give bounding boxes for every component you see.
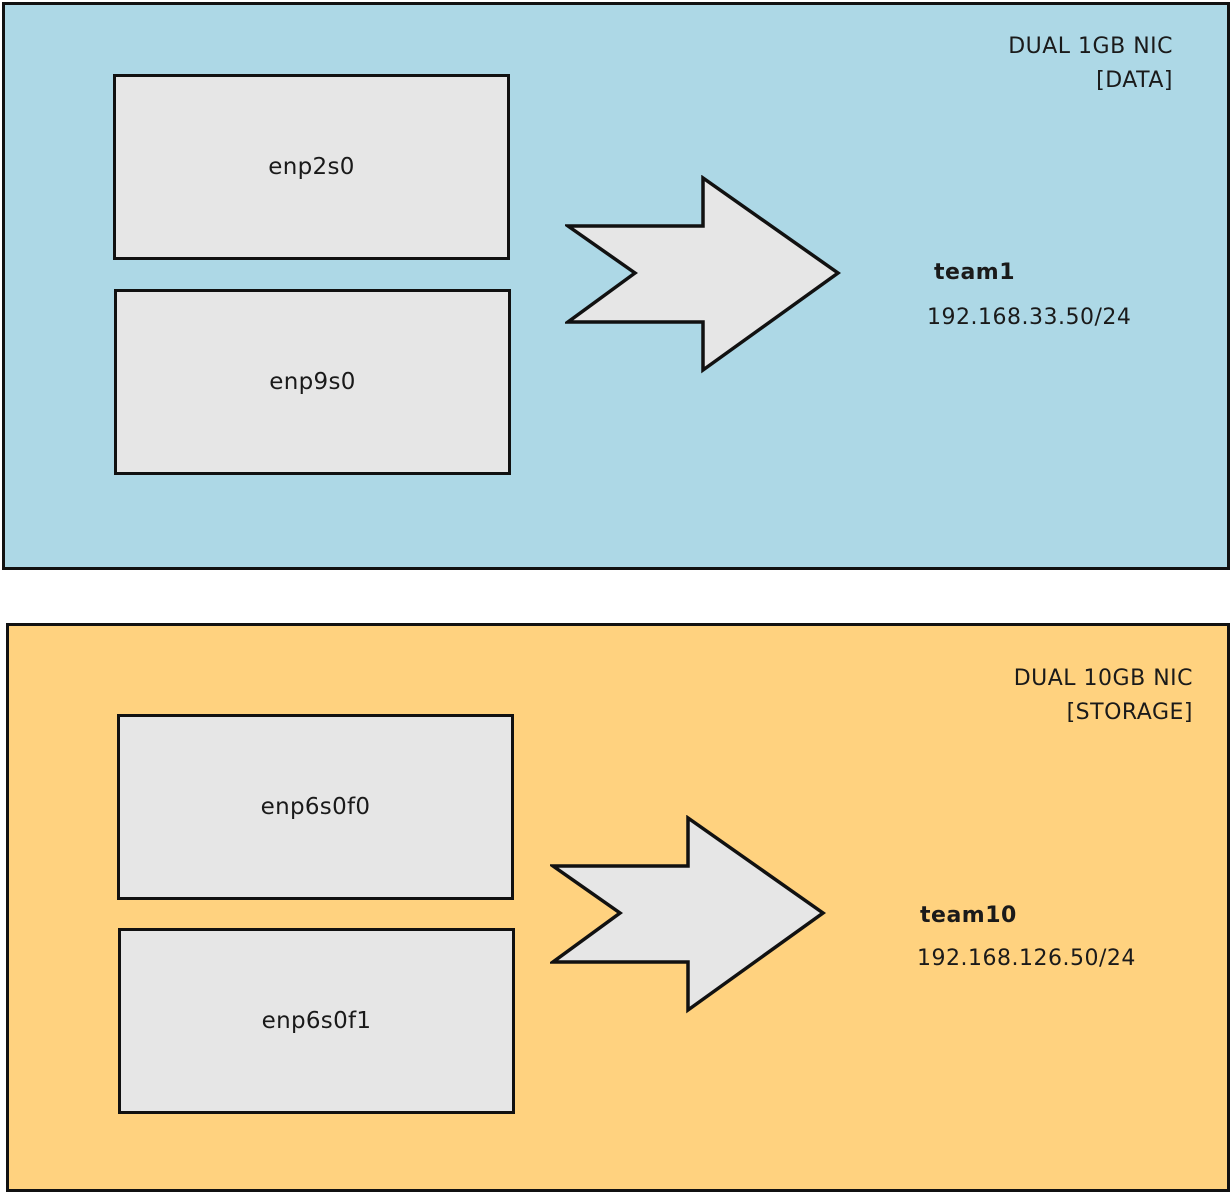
storage-nic-label: DUAL 10GB NIC [STORAGE] — [1014, 662, 1193, 730]
interface-box-enp2s0: enp2s0 — [113, 74, 510, 260]
data-nic-label: DUAL 1GB NIC [DATA] — [1008, 30, 1173, 98]
interface-box-enp6s0f1: enp6s0f1 — [118, 928, 515, 1114]
storage-nic-subtitle: [STORAGE] — [1066, 700, 1193, 725]
data-nic-subtitle: [DATA] — [1096, 68, 1173, 93]
team-ip-address: 192.168.126.50/24 — [917, 946, 1136, 971]
interface-box-enp9s0: enp9s0 — [114, 289, 511, 475]
team-arrow-icon — [565, 175, 842, 374]
team-name: team10 — [920, 903, 1017, 928]
data-nic-panel: DUAL 1GB NIC [DATA] enp2s0 enp9s0 team1 … — [2, 2, 1230, 570]
storage-nic-title: DUAL 10GB NIC — [1013, 666, 1193, 691]
data-nic-title: DUAL 1GB NIC — [1008, 34, 1173, 59]
interface-box-enp6s0f0: enp6s0f0 — [117, 714, 514, 900]
team-name: team1 — [934, 260, 1016, 285]
team-arrow-icon — [550, 815, 827, 1014]
team-ip-address: 192.168.33.50/24 — [927, 305, 1132, 330]
storage-nic-panel: DUAL 10GB NIC [STORAGE] enp6s0f0 enp6s0f… — [6, 623, 1230, 1192]
